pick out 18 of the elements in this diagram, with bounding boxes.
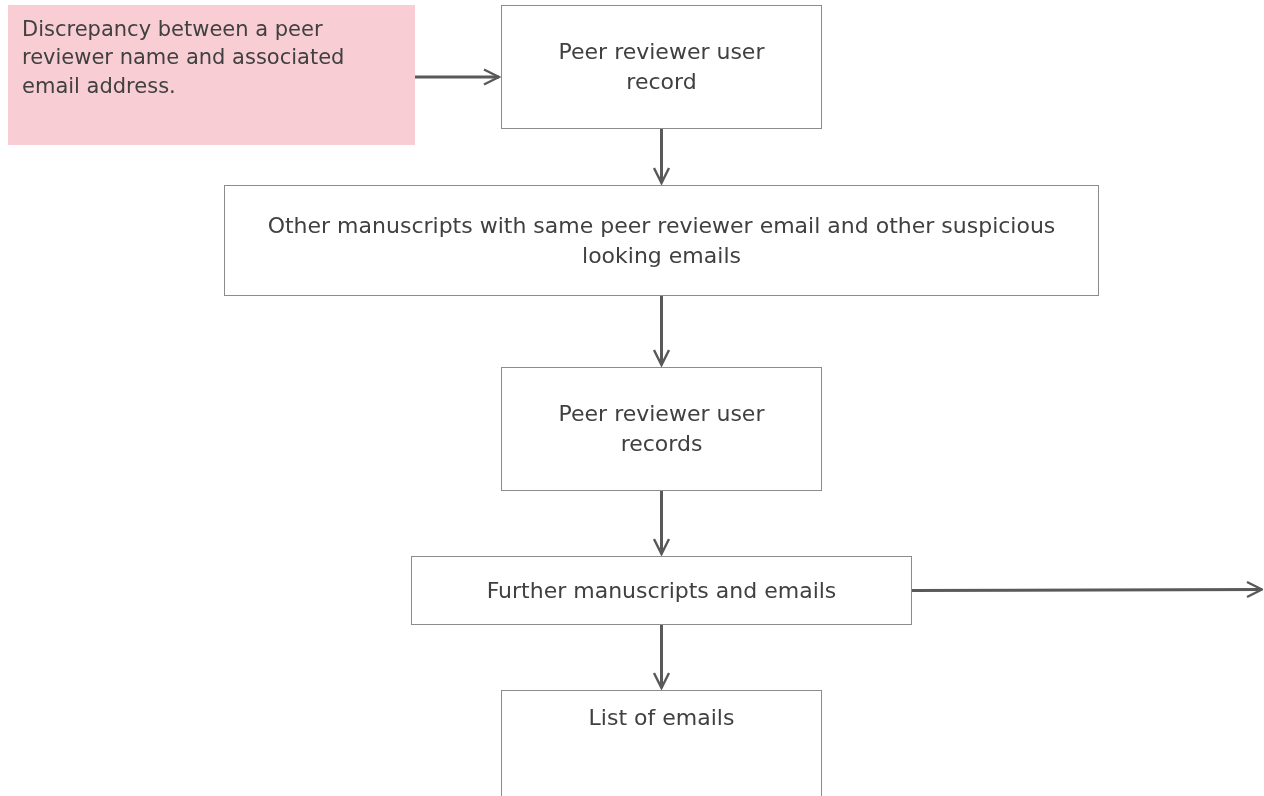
arrow [415, 68, 501, 86]
arrow [652, 625, 671, 690]
process-box [501, 690, 822, 796]
arrow [652, 491, 671, 556]
arrow [652, 129, 671, 185]
arrow [652, 296, 671, 367]
process-box [501, 5, 822, 129]
box-text: Other manuscripts with same peer reviewer email and other suspicious looking emails [266, 211, 1057, 270]
process-box [501, 367, 822, 491]
box-text: Discrepancy between a peer reviewer name and associated email address. [22, 16, 346, 100]
process-box [224, 185, 1099, 296]
arrow [912, 580, 1264, 599]
note-box [8, 5, 415, 145]
process-box [411, 556, 912, 625]
box-text: Peer reviewer user records [557, 400, 766, 458]
box-text: List of emails [588, 704, 735, 732]
box-text: Peer reviewer user record [557, 38, 766, 96]
box-text: Further manuscripts and emails [486, 576, 837, 605]
